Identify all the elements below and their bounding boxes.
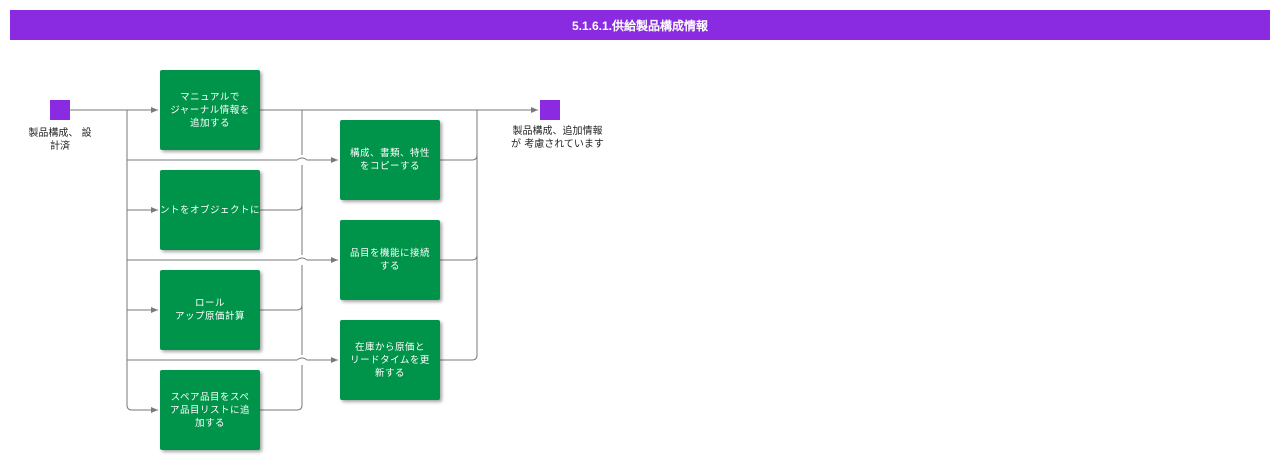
end-event-label: 製品構成、追加情報 が 考慮されています [511,126,604,150]
connector [260,304,303,311]
start-event[interactable] [50,100,70,120]
connector [127,357,338,363]
connector [127,257,338,263]
connector [260,204,303,211]
connector [440,254,478,261]
connector [126,110,133,411]
task-add-spare-items[interactable]: スペア品目をスペ ア品目リストに追 加する [160,370,260,450]
start-event-label: 製品構成、 設 計済 [28,128,92,152]
task-copy-structure[interactable]: 構成、書類、特性 をコピーする [340,120,440,200]
connector [440,154,478,161]
connector [127,157,338,163]
task-rollup-cost[interactable]: ロール アップ原価計算 [160,270,260,350]
task-label: 在庫から原価と リードタイムを更 新する [350,341,430,379]
task-label: ロール アップ原価計算 [174,298,245,322]
task-update-cost-leadtime[interactable]: 在庫から原価と リードタイムを更 新する [340,320,440,400]
end-event[interactable] [540,100,560,120]
task-label: スペア品目をスペ ア品目リストに追 加する [169,391,250,429]
task-add-journal-info[interactable]: マニュアルで ジャーナル情報を 追加する [160,70,260,150]
connector [440,354,478,361]
task-label: マニュアルで ジャーナル情報を 追加する [170,91,250,129]
connector [260,404,303,411]
diagram-title: 5.1.6.1.供給製品構成情報 [10,10,1270,40]
task-label: 品目を機能に接続 する [349,248,430,272]
task-connect-item-function[interactable]: 品目を機能に接続 する [340,220,440,300]
task-attach-to-object[interactable]: ントをオブジェクトに [160,170,260,250]
task-label: ントをオブジェクトに [160,204,260,216]
task-label: 構成、書類、特性 をコピーする [349,148,430,172]
